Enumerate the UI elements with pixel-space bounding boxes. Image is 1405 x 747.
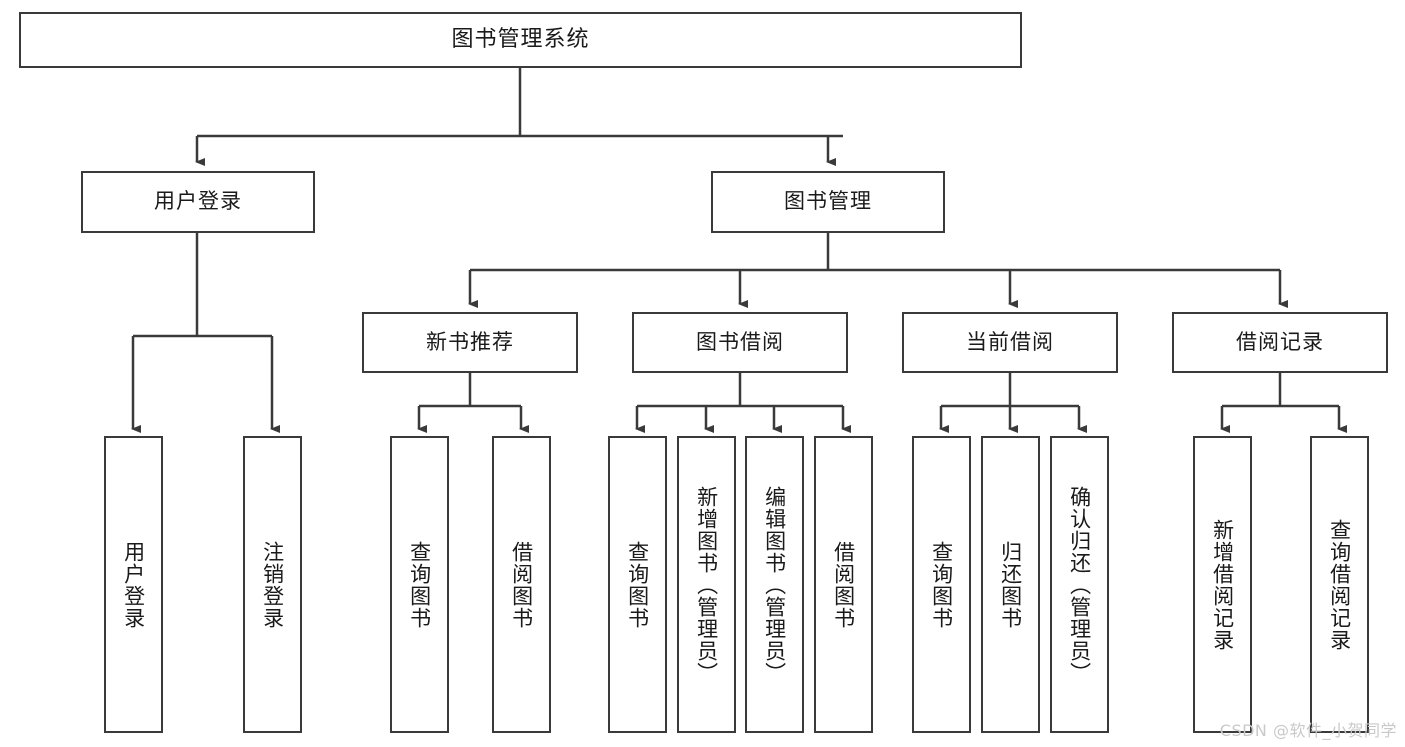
leaf-query-book-3[interactable]: 查询图书 [912, 436, 971, 733]
node-borrow-record[interactable]: 借阅记录 [1172, 312, 1388, 373]
node-user-login[interactable]: 用户登录 [81, 171, 315, 233]
node-current-borrow[interactable]: 当前借阅 [902, 312, 1118, 373]
node-label: 借阅图书 [831, 540, 856, 629]
leaf-confirm-return[interactable]: 确认归还（管理员） [1050, 436, 1109, 733]
leaf-query-book-1[interactable]: 查询图书 [390, 436, 449, 733]
leaf-add-book[interactable]: 新增图书（管理员） [677, 436, 736, 733]
leaf-edit-book[interactable]: 编辑图书（管理员） [745, 436, 804, 733]
node-book-manage[interactable]: 图书管理 [711, 171, 945, 233]
leaf-logout[interactable]: 注销登录 [243, 436, 302, 733]
watermark: CSDN @软件_小贺同学 [1219, 721, 1397, 740]
node-new-book-recommend[interactable]: 新书推荐 [362, 312, 578, 373]
node-root[interactable]: 图书管理系统 [19, 12, 1022, 68]
leaf-query-record[interactable]: 查询借阅记录 [1310, 436, 1369, 733]
leaf-borrow-book-1[interactable]: 借阅图书 [492, 436, 551, 733]
node-label: 新增借阅记录 [1210, 518, 1235, 651]
node-label: 新增图书（管理员） [694, 485, 719, 684]
node-label: 借阅图书 [509, 540, 534, 629]
leaf-user-login[interactable]: 用户登录 [104, 436, 163, 733]
node-label: 编辑图书（管理员） [762, 485, 787, 684]
leaf-borrow-book-2[interactable]: 借阅图书 [814, 436, 873, 733]
node-label: 注销登录 [260, 540, 285, 629]
node-book-borrow[interactable]: 图书借阅 [632, 312, 848, 373]
node-label: 归还图书 [998, 540, 1023, 629]
node-label: 查询图书 [929, 540, 954, 629]
leaf-add-record[interactable]: 新增借阅记录 [1193, 436, 1252, 733]
node-label: 确认归还（管理员） [1067, 485, 1092, 684]
node-label: 用户登录 [154, 189, 242, 214]
node-label: 查询图书 [625, 540, 650, 629]
node-label: 用户登录 [121, 540, 146, 629]
node-label: 借阅记录 [1236, 329, 1324, 354]
leaf-query-book-2[interactable]: 查询图书 [608, 436, 667, 733]
node-label: 图书管理 [784, 189, 872, 214]
node-label: 查询借阅记录 [1327, 518, 1352, 651]
node-label: 图书借阅 [696, 329, 784, 354]
node-label: 图书管理系统 [451, 26, 590, 52]
node-label: 新书推荐 [426, 329, 514, 354]
node-label: 当前借阅 [966, 329, 1054, 354]
node-label: 查询图书 [407, 540, 432, 629]
leaf-return-book[interactable]: 归还图书 [981, 436, 1040, 733]
